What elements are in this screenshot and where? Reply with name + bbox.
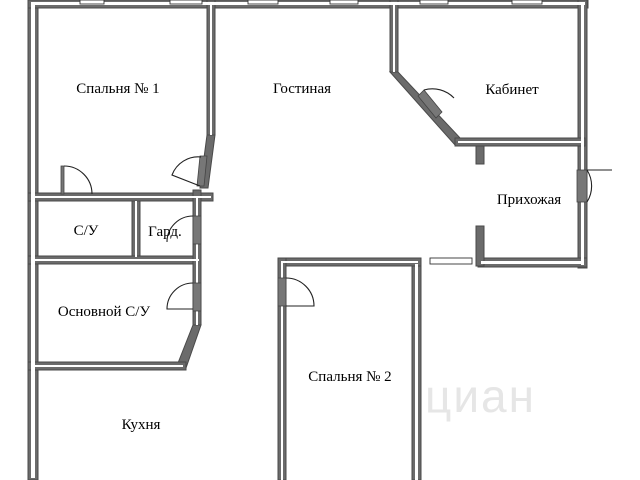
label-hallway: Прихожая (497, 192, 561, 208)
label-kitchen: Кухня (122, 417, 161, 433)
door-main-bath (166, 282, 202, 312)
window (511, 0, 543, 5)
window (419, 0, 449, 5)
label-wc: С/У (74, 223, 99, 239)
window (329, 0, 359, 5)
label-main-bath: Основной С/У (58, 304, 151, 320)
door-bedroom1-right (171, 155, 208, 187)
window (429, 257, 473, 265)
label-wardrobe: Гард. (148, 224, 182, 240)
door-bedroom1-bottom (60, 165, 93, 195)
wall-inner-lines (31, 2, 585, 480)
label-bedroom2: Спальня № 2 (308, 369, 391, 385)
label-study: Кабинет (485, 82, 539, 98)
window (79, 0, 105, 5)
door-wardrobe (166, 215, 202, 245)
window (247, 0, 279, 5)
windows (79, 0, 543, 265)
watermark: циан (425, 370, 536, 422)
label-bedroom1: Спальня № 1 (76, 81, 159, 97)
room-labels: Спальня № 1 Гостиная Кабинет Прихожая С/… (58, 81, 561, 433)
doors (60, 88, 612, 312)
door-bedroom2 (277, 277, 315, 307)
door-study (417, 88, 455, 119)
door-entrance (576, 169, 612, 203)
window (169, 0, 203, 5)
label-living: Гостиная (273, 81, 331, 97)
